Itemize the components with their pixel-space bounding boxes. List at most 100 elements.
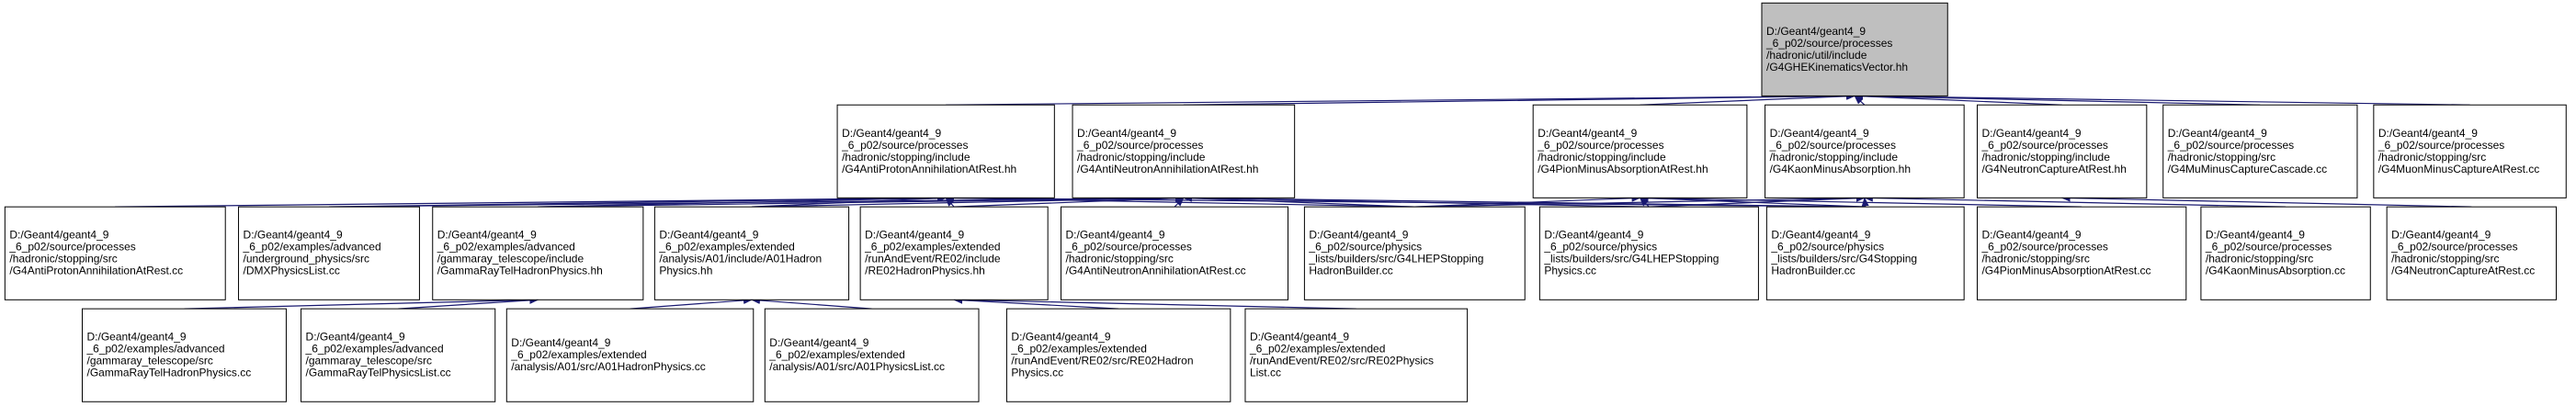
node-box-kaonminus_cc[interactable] bbox=[2200, 206, 2371, 300]
node-box-antiproton_cc[interactable] bbox=[4, 206, 226, 300]
node-label-line: /RE02HadronPhysics.hh bbox=[865, 265, 985, 277]
node-label-line: D:/Geant4/geant4_9 bbox=[1250, 331, 1349, 344]
node-box-re02_list[interactable] bbox=[1244, 308, 1469, 402]
node-box-stopbuilder[interactable] bbox=[1765, 206, 1965, 300]
node-label-line: /gammaray_telescope/src bbox=[86, 355, 212, 367]
node-label-line: _6_p02/examples/extended bbox=[1249, 343, 1385, 356]
edge-mucapture-to-root bbox=[1854, 92, 2470, 106]
node-dmx[interactable]: D:/Geant4/geant4_9_6_p02/examples/advanc… bbox=[238, 206, 420, 300]
node-antineutron_cc[interactable]: D:/Geant4/geant4_9_6_p02/source/processe… bbox=[1060, 206, 1288, 300]
node-box-a01_list[interactable] bbox=[764, 308, 980, 402]
node-root[interactable]: D:/Geant4/geant4_9_6_p02/source/processe… bbox=[1761, 2, 1948, 96]
node-label-line: D:/Geant4/geant4_9 bbox=[2378, 127, 2478, 140]
node-box-pionminus[interactable] bbox=[1532, 104, 1748, 198]
node-box-mucapture[interactable] bbox=[2373, 104, 2567, 198]
node-re02_cc[interactable]: D:/Geant4/geant4_9_6_p02/examples/extend… bbox=[1005, 308, 1231, 402]
node-antiproton[interactable]: D:/Geant4/geant4_9_6_p02/source/processe… bbox=[836, 104, 1055, 198]
node-label-line: D:/Geant4/geant4_9 bbox=[511, 336, 610, 349]
node-label-line: /hadronic/stopping/src bbox=[2391, 253, 2499, 266]
node-label-line: _6_p02/source/processes bbox=[2205, 241, 2332, 254]
node-antineutron[interactable]: D:/Geant4/geant4_9_6_p02/source/processe… bbox=[1072, 104, 1296, 198]
node-label-line: /G4AntiProtonAnnihilationAtRest.cc bbox=[9, 265, 183, 277]
node-pionminus_cc[interactable]: D:/Geant4/geant4_9_6_p02/source/processe… bbox=[1976, 206, 2187, 300]
node-label-line: _6_p02/source/processes bbox=[1076, 139, 1203, 152]
node-stopbuilder[interactable]: D:/Geant4/geant4_9_6_p02/source/physics_… bbox=[1765, 206, 1965, 300]
node-box-lhepphysics[interactable] bbox=[1538, 206, 1759, 300]
node-label-line: /G4GHEKinematicsVector.hh bbox=[1766, 61, 1908, 73]
edge-antineutron-to-root bbox=[1183, 92, 1856, 106]
node-label-line: D:/Geant4/geant4_9 bbox=[244, 229, 343, 242]
node-box-a01_hh[interactable] bbox=[653, 206, 850, 300]
node-box-mucascade[interactable] bbox=[2162, 104, 2358, 198]
node-label-line: D:/Geant4/geant4_9 bbox=[842, 127, 941, 140]
node-lhepbuilder[interactable]: D:/Geant4/geant4_9_6_p02/source/physics_… bbox=[1303, 206, 1526, 300]
node-kaonminus_cc[interactable]: D:/Geant4/geant4_9_6_p02/source/processe… bbox=[2200, 206, 2371, 300]
node-box-antineutron_cc[interactable] bbox=[1060, 206, 1288, 300]
node-mucascade[interactable]: D:/Geant4/geant4_9_6_p02/source/processe… bbox=[2162, 104, 2358, 198]
node-a01_list[interactable]: D:/Geant4/geant4_9_6_p02/examples/extend… bbox=[764, 308, 980, 402]
node-label-line: D:/Geant4/geant4_9 bbox=[769, 336, 868, 349]
node-box-gammaray_list[interactable] bbox=[301, 308, 496, 402]
node-box-re02_hh[interactable] bbox=[859, 206, 1049, 300]
node-label-line: /GammaRayTelHadronPhysics.hh bbox=[437, 265, 603, 277]
edge-re02_hh-to-antineutron bbox=[954, 194, 1185, 208]
node-box-re02_cc[interactable] bbox=[1005, 308, 1231, 402]
node-label-line: /hadronic/stopping/include bbox=[1981, 151, 2110, 164]
edge-gammaray_list-to-gammaray_hh bbox=[398, 296, 539, 310]
node-box-neutroncap[interactable] bbox=[1976, 104, 2148, 198]
node-box-lhepbuilder[interactable] bbox=[1303, 206, 1526, 300]
edge-gammaray_hh-to-antineutron bbox=[538, 194, 1185, 208]
node-box-dmx[interactable] bbox=[238, 206, 420, 300]
node-re02_list[interactable]: D:/Geant4/geant4_9_6_p02/examples/extend… bbox=[1244, 308, 1469, 402]
node-label-line: /hadronic/stopping/src bbox=[2168, 151, 2275, 164]
node-label-line: Physics.hh bbox=[659, 265, 712, 277]
node-a01_hh[interactable]: D:/Geant4/geant4_9_6_p02/examples/extend… bbox=[653, 206, 850, 300]
node-re02_hh[interactable]: D:/Geant4/geant4_9_6_p02/examples/extend… bbox=[859, 206, 1049, 300]
node-pionminus[interactable]: D:/Geant4/geant4_9_6_p02/source/processe… bbox=[1532, 104, 1748, 198]
node-lhepphysics[interactable]: D:/Geant4/geant4_9_6_p02/source/physics_… bbox=[1538, 206, 1759, 300]
node-box-kaonminus[interactable] bbox=[1765, 104, 1965, 198]
node-box-antiproton[interactable] bbox=[836, 104, 1055, 198]
node-box-root[interactable] bbox=[1761, 2, 1948, 96]
node-label-line: _6_p02/source/processes bbox=[1980, 241, 2107, 254]
node-box-gammaray_cc[interactable] bbox=[81, 308, 287, 402]
edge-lhepphysics-to-kaonminus bbox=[1649, 194, 1866, 208]
node-gammaray_cc[interactable]: D:/Geant4/geant4_9_6_p02/examples/advanc… bbox=[81, 308, 287, 402]
node-box-pionminus_cc[interactable] bbox=[1976, 206, 2187, 300]
node-label-line: /G4AntiNeutronAnnihilationAtRest.hh bbox=[1077, 163, 1258, 175]
node-label-line: _lists/builders/src/G4Stopping bbox=[1770, 253, 1917, 266]
node-label-line: D:/Geant4/geant4_9 bbox=[1065, 229, 1164, 242]
node-label-line: D:/Geant4/geant4_9 bbox=[1981, 229, 2081, 242]
node-box-gammaray_hh[interactable] bbox=[432, 206, 644, 300]
node-antiproton_cc[interactable]: D:/Geant4/geant4_9_6_p02/source/processe… bbox=[4, 206, 226, 300]
node-gammaray_list[interactable]: D:/Geant4/geant4_9_6_p02/examples/advanc… bbox=[301, 308, 496, 402]
node-label-line: /analysis/A01/src/A01PhysicsList.cc bbox=[769, 360, 945, 373]
node-label-line: _6_p02/source/processes bbox=[1765, 37, 1892, 50]
node-label-line: _6_p02/source/processes bbox=[1769, 139, 1896, 152]
node-label-line: _6_p02/examples/extended bbox=[510, 348, 646, 361]
node-label-line: /G4KaonMinusAbsorption.cc bbox=[2206, 265, 2345, 277]
node-label-line: /hadronic/stopping/src bbox=[2206, 253, 2313, 266]
node-box-a01_cc[interactable] bbox=[505, 308, 755, 402]
node-label-line: _6_p02/examples/advanced bbox=[85, 343, 224, 356]
node-neutroncap[interactable]: D:/Geant4/geant4_9_6_p02/source/processe… bbox=[1976, 104, 2148, 198]
node-label-line: Physics.cc bbox=[1011, 367, 1063, 379]
node-mucapture[interactable]: D:/Geant4/geant4_9_6_p02/source/processe… bbox=[2373, 104, 2567, 198]
node-label-line: _6_p02/source/processes bbox=[2377, 139, 2504, 152]
node-box-neutroncap_cc[interactable] bbox=[2386, 206, 2558, 300]
node-label-line: HadronBuilder.cc bbox=[1771, 265, 1855, 277]
node-label-line: _6_p02/source/processes bbox=[2390, 241, 2517, 254]
edge-neutroncap_cc-to-neutroncap bbox=[2060, 194, 2472, 208]
node-neutroncap_cc[interactable]: D:/Geant4/geant4_9_6_p02/source/processe… bbox=[2386, 206, 2558, 300]
node-box-antineutron[interactable] bbox=[1072, 104, 1296, 198]
node-label-line: _6_p02/source/physics bbox=[1308, 241, 1422, 254]
node-a01_cc[interactable]: D:/Geant4/geant4_9_6_p02/examples/extend… bbox=[505, 308, 755, 402]
edge-gammaray_cc-to-gammaray_hh bbox=[184, 296, 539, 310]
node-gammaray_hh[interactable]: D:/Geant4/geant4_9_6_p02/examples/advanc… bbox=[432, 206, 644, 300]
node-label-line: /hadronic/stopping/include bbox=[1538, 151, 1666, 164]
node-label-line: /gammaray_telescope/src bbox=[306, 355, 432, 367]
node-label-line: _6_p02/source/processes bbox=[1064, 241, 1191, 254]
node-kaonminus[interactable]: D:/Geant4/geant4_9_6_p02/source/processe… bbox=[1765, 104, 1965, 198]
node-label-line: _6_p02/examples/extended bbox=[1010, 343, 1146, 356]
